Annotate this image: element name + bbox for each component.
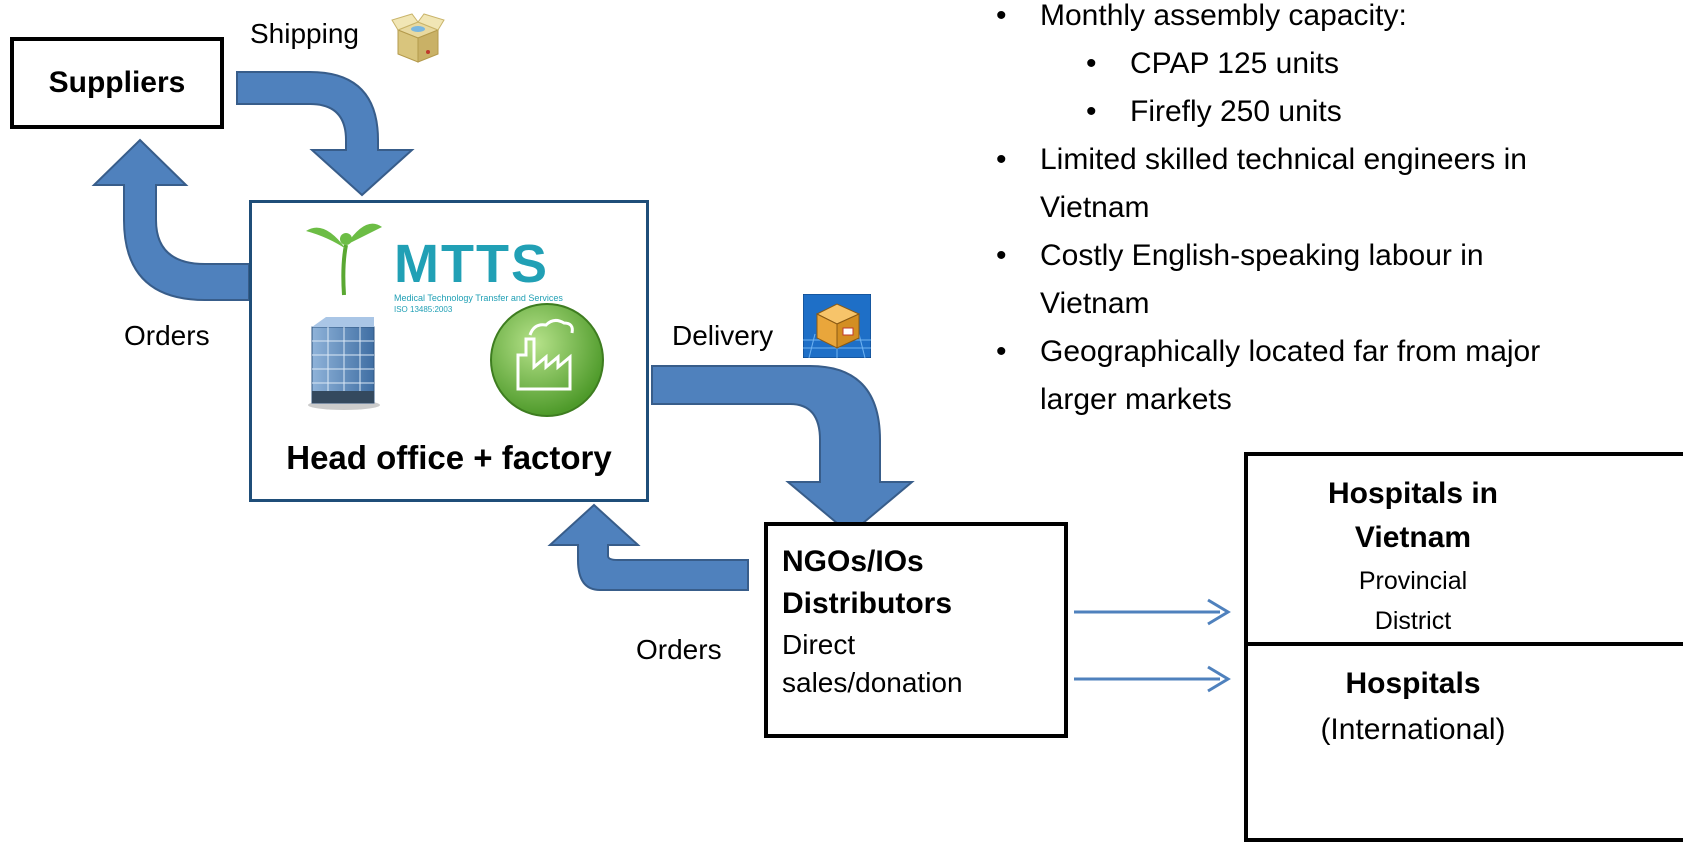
sub-bullet-item: •Firefly 250 units [1086,95,1342,128]
mtts-logo-text: MTTS [394,234,549,294]
ngo-distributors-box: NGOs/IOs Distributors Direct sales/donat… [764,522,1068,738]
head-office-box: MTTS Medical Technology Transfer and Ser… [249,200,649,502]
ngo-line1: NGOs/IOs [782,545,924,578]
factory-icon [490,303,604,417]
hospitals-intl-line1: Hospitals [1345,667,1481,700]
sub-bullet-firefly: Firefly 250 units [1130,95,1342,128]
bullet-geography-line2: larger markets [1040,383,1232,416]
ngo-line4: sales/donation [782,667,963,698]
hospitals-vn-line4: District [1374,607,1452,635]
bullet-item: •Geographically located far from major [996,335,1541,368]
orders-up-arrow [91,138,250,301]
suppliers-label: Suppliers [48,66,186,99]
bullet-continuation: Vietnam [1040,184,1683,232]
hospitals-international-box: Hospitals (International) [1244,642,1683,842]
sub-bullet-item: •CPAP 125 units [1086,47,1340,80]
sub-bullet-cpap: CPAP 125 units [1130,47,1340,80]
orders-top-label: Orders [124,320,210,351]
orders-return-arrow [547,503,749,591]
ngo-line2: Distributors [782,587,953,620]
shipping-label: Shipping [250,18,359,49]
connector-arrowhead-intl [1207,665,1231,693]
bullet-item: •Costly English-speaking labour in [996,239,1484,272]
hospitals-vn-line1: Hospitals in [1327,477,1499,510]
delivery-arrow [651,365,915,536]
mtts-logo-cert: ISO 13485:2003 [394,305,453,314]
office-building-icon [308,317,380,410]
bullet-engineers-line1: Limited skilled technical engineers in [1040,143,1527,176]
connector-arrowhead-vn [1207,598,1231,626]
bullet-continuation: Vietnam [1040,280,1683,328]
hospitals-intl-line2: (International) [1320,713,1506,746]
bullet-labour-line2: Vietnam [1040,287,1150,320]
mtts-logo-subtitle: Medical Technology Transfer and Services [394,293,563,303]
delivery-label: Delivery [672,320,774,351]
bullet-geography-line1: Geographically located far from major [1040,335,1541,368]
orders-bottom-label: Orders [636,634,722,665]
mtts-leaf-logo-icon [306,223,382,296]
bullet-item: •Limited skilled technical engineers in [996,143,1527,176]
open-box-icon [391,13,445,63]
ngo-line3: Direct [782,629,856,660]
package-icon [803,294,871,358]
hospitals-vietnam-box: Hospitals in Vietnam Provincial District [1244,452,1683,646]
bullet-labour-line1: Costly English-speaking labour in [1040,239,1484,272]
bullet-engineers-line2: Vietnam [1040,191,1150,224]
shipping-arrow [236,71,415,197]
bullet-continuation: larger markets [1040,376,1683,424]
flow-arrows [91,71,1231,693]
hospitals-vn-line3: Provincial [1358,567,1468,595]
suppliers-box: Suppliers [10,37,224,129]
bullet-item: •Monthly assembly capacity: [996,0,1407,32]
capacity-bullet-list: •Monthly assembly capacity: •CPAP 125 un… [996,0,1683,424]
bullet-capacity: Monthly assembly capacity: [1040,0,1407,32]
head-office-label: Head office + factory [286,439,612,476]
hospitals-vn-line2: Vietnam [1354,521,1472,554]
